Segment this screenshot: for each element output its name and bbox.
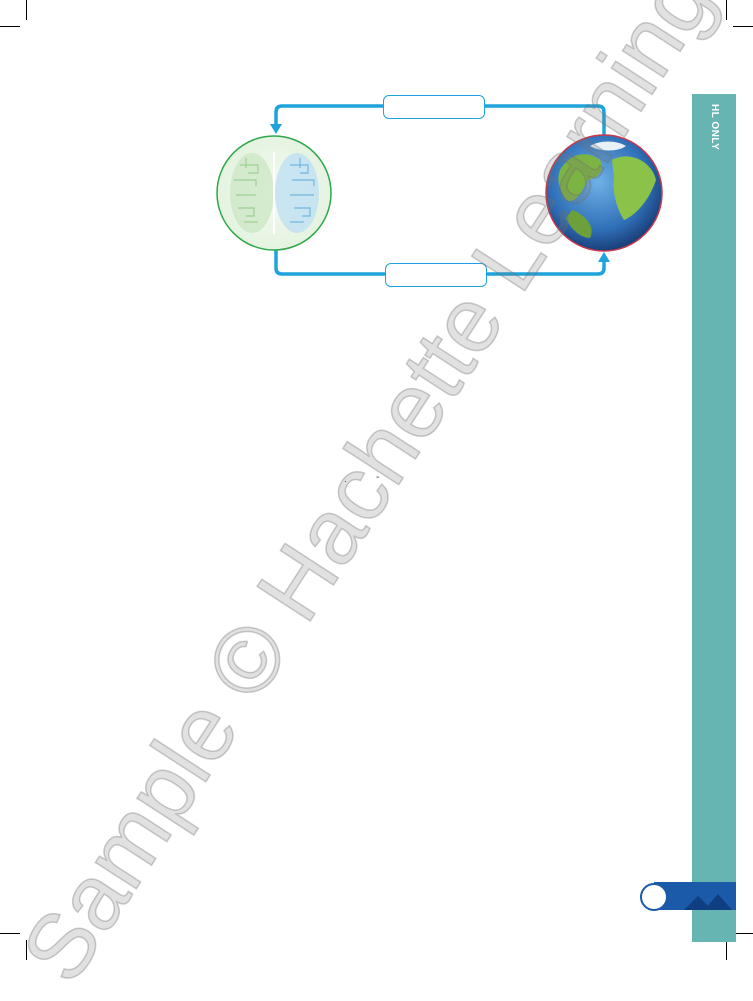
crop-mark bbox=[733, 933, 753, 934]
page-number-circle bbox=[640, 883, 668, 911]
crop-mark bbox=[26, 940, 27, 960]
tab-pattern bbox=[684, 894, 732, 910]
top-arrow-label-box bbox=[383, 95, 485, 119]
circuit-brain-icon bbox=[216, 135, 332, 251]
crop-mark bbox=[0, 933, 20, 934]
earth-globe-icon bbox=[545, 134, 663, 252]
crop-mark bbox=[0, 26, 20, 27]
bottom-arrow-label-box bbox=[385, 263, 487, 287]
crop-mark bbox=[26, 0, 27, 20]
crop-mark bbox=[733, 26, 753, 27]
crop-mark bbox=[726, 940, 727, 960]
hl-only-sidebar bbox=[692, 94, 736, 942]
stray-mark: - bbox=[376, 472, 380, 483]
page-number-tab bbox=[640, 882, 736, 911]
crop-mark bbox=[726, 0, 727, 20]
top-arrow-head bbox=[270, 124, 282, 134]
bottom-arrow-head bbox=[598, 252, 610, 262]
stray-mark: . bbox=[344, 474, 347, 485]
